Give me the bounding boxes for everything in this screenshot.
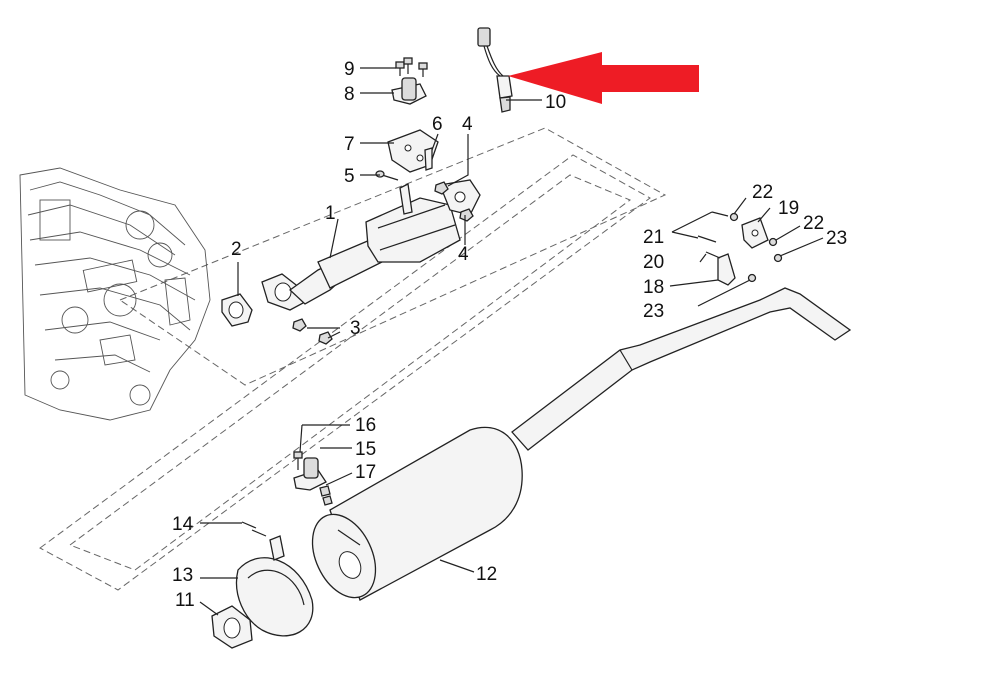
callout-6: 6 bbox=[432, 114, 443, 135]
callout-4-lower: 4 bbox=[458, 244, 469, 265]
callout-10: 10 bbox=[545, 92, 566, 113]
callout-19: 19 bbox=[778, 198, 799, 219]
callout-22-upper: 22 bbox=[752, 182, 773, 203]
callout-16: 16 bbox=[355, 415, 376, 436]
callout-20: 20 bbox=[643, 252, 664, 273]
callout-12: 12 bbox=[476, 564, 497, 585]
callout-14: 14 bbox=[172, 514, 194, 535]
callout-17: 17 bbox=[355, 462, 376, 483]
callout-22-lower: 22 bbox=[803, 213, 824, 234]
red-arrow-icon bbox=[508, 52, 699, 104]
engine-block bbox=[19, 167, 211, 421]
callout-11: 11 bbox=[175, 590, 195, 611]
mount-8 bbox=[391, 57, 428, 105]
clamp-13 bbox=[211, 521, 314, 649]
callout-23-left: 23 bbox=[643, 301, 664, 322]
callout-5: 5 bbox=[344, 166, 355, 187]
assembly-outline bbox=[39, 127, 667, 591]
callout-3: 3 bbox=[350, 318, 361, 339]
callout-18: 18 bbox=[643, 277, 664, 298]
callout-2: 2 bbox=[231, 239, 242, 260]
callout-8: 8 bbox=[344, 84, 355, 105]
callout-9: 9 bbox=[344, 59, 355, 80]
leader-lines bbox=[199, 67, 824, 616]
callout-13: 13 bbox=[172, 565, 193, 586]
callout-1: 1 bbox=[325, 203, 336, 224]
rear-hanger bbox=[697, 211, 783, 286]
muffler-assembly bbox=[311, 287, 852, 601]
callout-4-upper: 4 bbox=[462, 114, 473, 135]
bracket-7 bbox=[387, 129, 439, 173]
mount-15 bbox=[293, 451, 333, 506]
callout-7: 7 bbox=[344, 134, 355, 155]
callout-21: 21 bbox=[643, 227, 664, 248]
lambda-sensor bbox=[477, 27, 513, 113]
gasket-2 bbox=[221, 293, 253, 327]
nuts bbox=[292, 181, 474, 345]
callout-15: 15 bbox=[355, 439, 376, 460]
callout-labels: 1 2 3 4 4 5 6 7 8 9 10 11 12 13 14 15 16… bbox=[172, 59, 847, 611]
callout-23-right: 23 bbox=[826, 228, 847, 249]
catalytic-converter bbox=[261, 179, 481, 311]
